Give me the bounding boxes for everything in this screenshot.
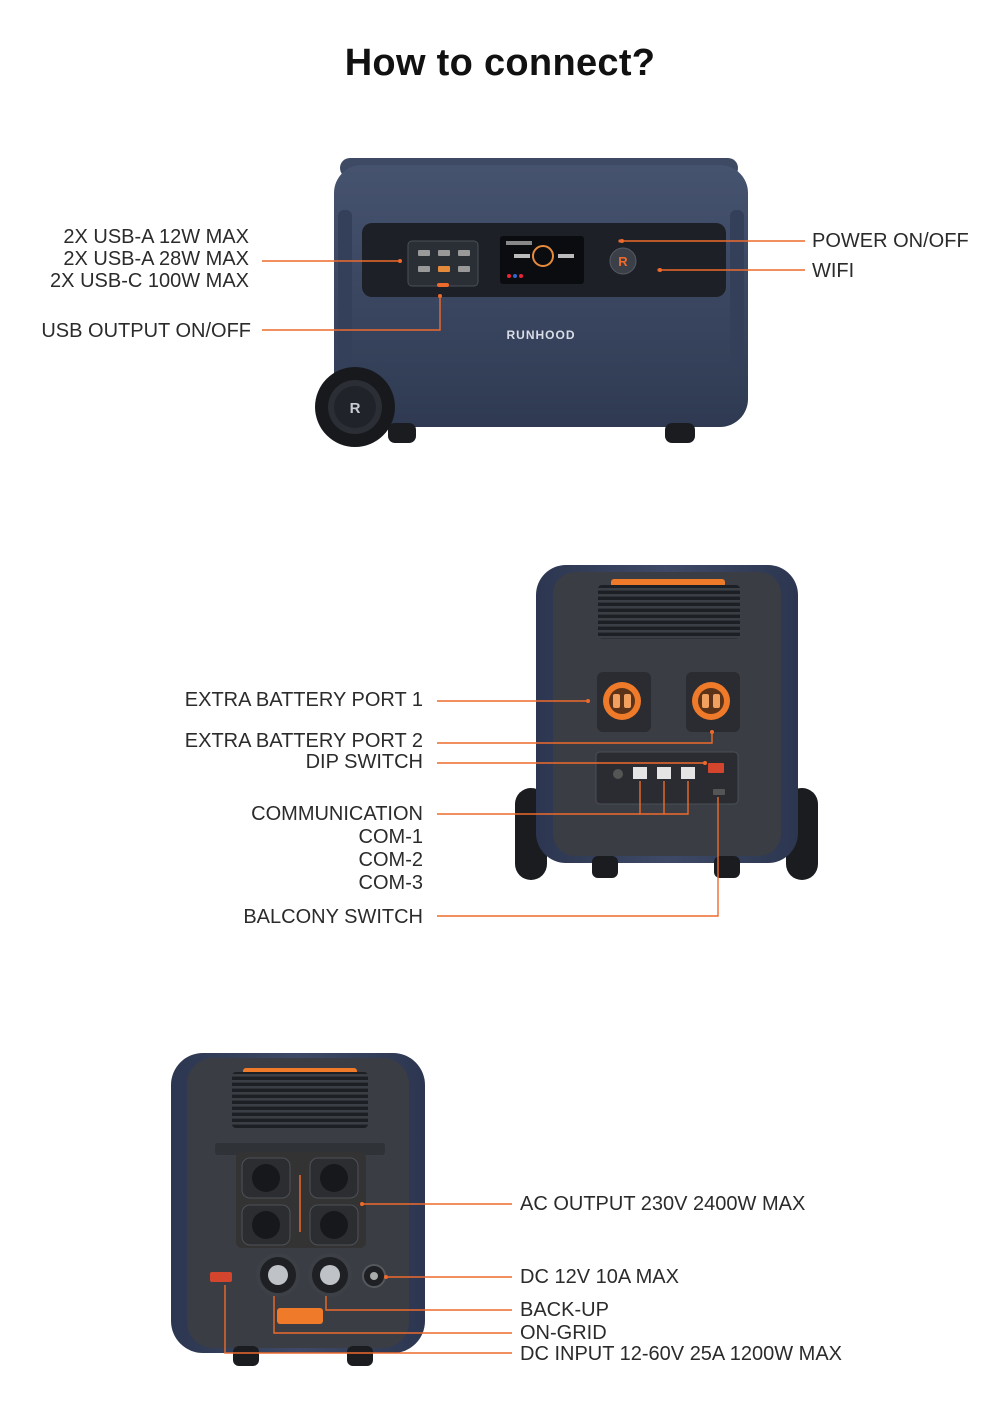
back-up-label: BACK-UP bbox=[520, 1299, 609, 1321]
usb-output-label: USB OUTPUT ON/OFF bbox=[41, 320, 251, 342]
side-leaders bbox=[437, 700, 719, 917]
front-unit: R RUNHOOD R bbox=[315, 158, 748, 447]
ac-output-label: AC OUTPUT 230V 2400W MAX bbox=[520, 1193, 806, 1215]
usb-spec-label-1: 2X USB-A 12W MAX bbox=[63, 226, 249, 248]
usb-output-button bbox=[437, 283, 449, 287]
usb-spec-label-2: 2X USB-A 28W MAX bbox=[63, 248, 249, 270]
page-title: How to connect? bbox=[344, 42, 656, 84]
dc-input-label: DC INPUT 12-60V 25A 1200W MAX bbox=[520, 1343, 842, 1365]
com-2-label: COM-2 bbox=[358, 849, 423, 871]
power-button bbox=[609, 247, 637, 275]
brand-logo: RUNHOOD bbox=[507, 328, 576, 342]
dip-switch bbox=[708, 763, 724, 773]
com-3-port bbox=[681, 767, 695, 779]
dip-switch-label: DIP SWITCH bbox=[305, 751, 423, 773]
balcony-switch bbox=[713, 789, 725, 795]
rear-unit bbox=[171, 1053, 425, 1366]
rear-leaders bbox=[224, 1203, 512, 1354]
svg-text:R: R bbox=[350, 400, 361, 417]
on-grid-label: ON-GRID bbox=[520, 1322, 607, 1344]
battery-port-1-label: EXTRA BATTERY PORT 1 bbox=[184, 689, 423, 711]
side-unit bbox=[515, 565, 818, 880]
front-display bbox=[500, 236, 584, 284]
com-3-label: COM-3 bbox=[358, 872, 423, 894]
com-2-port bbox=[657, 767, 671, 779]
com-1-port bbox=[633, 767, 647, 779]
communication-label: COMMUNICATION bbox=[251, 803, 423, 825]
dc-12v-label: DC 12V 10A MAX bbox=[520, 1266, 679, 1288]
usb-spec-label-3: 2X USB-C 100W MAX bbox=[50, 270, 249, 292]
battery-port-2-label: EXTRA BATTERY PORT 2 bbox=[184, 730, 423, 752]
svg-text:R: R bbox=[618, 254, 628, 269]
front-leaders bbox=[262, 240, 805, 331]
balcony-switch-label: BALCONY SWITCH bbox=[243, 906, 423, 928]
com-1-label: COM-1 bbox=[358, 826, 423, 848]
wifi-label: WIFI bbox=[812, 260, 855, 282]
power-label: POWER ON/OFF bbox=[812, 230, 969, 252]
dc-input-port bbox=[277, 1308, 323, 1324]
